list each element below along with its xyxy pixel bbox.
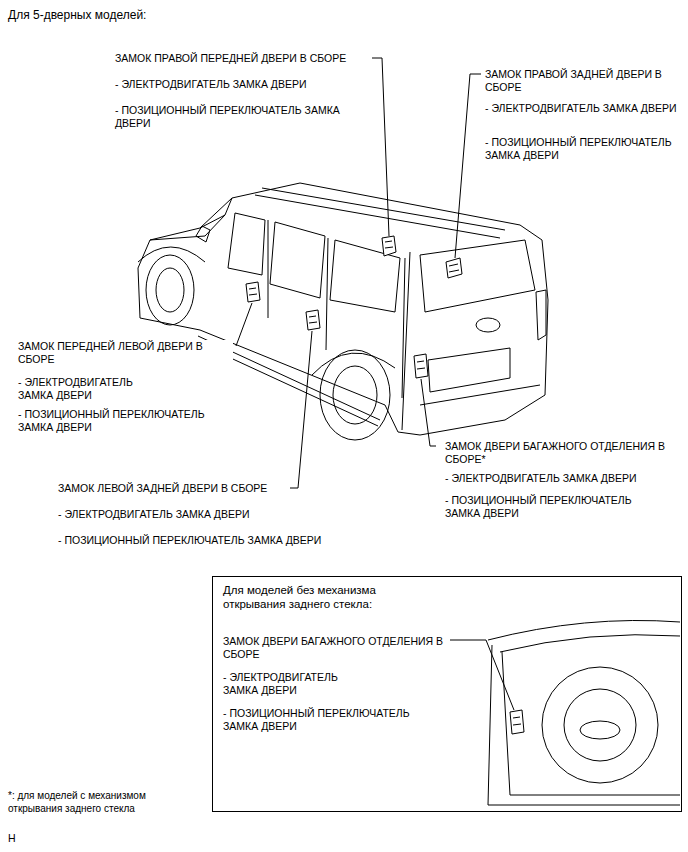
sub-part-label: - ПОЗИЦИОННЫЙ ПЕРЕКЛЮЧАТЕЛЬ ЗАМКА ДВЕРИ (485, 136, 683, 162)
diagram-title: Для 5-дверных моделей: (8, 8, 146, 23)
inset-heading: Для моделей без механизма открывания зад… (223, 583, 438, 612)
sub-part-label: - ЭЛЕКТРОДВИГАТЕЛЬ ЗАМКА ДВЕРИ (445, 472, 637, 485)
sub-part-label: - ПОЗИЦИОННЫЙ ПЕРЕКЛЮЧАТЕЛЬ ЗАМКА ДВЕРИ (18, 408, 228, 434)
sub-part-label: - ЭЛЕКТРОДВИГАТЕЛЬ ЗАМКА ДВЕРИ (58, 508, 250, 521)
part-label: ЗАМОК ЛЕВОЙ ЗАДНЕЙ ДВЕРИ В СБОРЕ (58, 482, 267, 495)
part-label: ЗАМОК ПЕРЕДНЕЙ ЛЕВОЙ ДВЕРИ В СБОРЕ (18, 340, 233, 366)
part-label: ЗАМОК ДВЕРИ БАГАЖНОГО ОТДЕЛЕНИЯ В СБОРЕ (223, 635, 445, 661)
sub-part-label: - ПОЗИЦИОННЫЙ ПЕРЕКЛЮЧАТЕЛЬ ЗАМКА ДВЕРИ (445, 494, 655, 520)
sub-part-label: - ЭЛЕКТРОДВИГАТЕЛЬ ЗАМКА ДВЕРИ (18, 376, 168, 402)
sub-part-label: - ЭЛЕКТРОДВИГАТЕЛЬ ЗАМКА ДВЕРИ (485, 102, 681, 115)
sub-part-label: - ЭЛЕКТРОДВИГАТЕЛЬ ЗАМКА ДВЕРИ (223, 671, 373, 697)
part-label: ЗАМОК ПРАВОЙ ПЕРЕДНЕЙ ДВЕРИ В СБОРЕ (115, 52, 346, 65)
sub-part-label: - ЭЛЕКТРОДВИГАТЕЛЬ ЗАМКА ДВЕРИ (115, 78, 307, 91)
sub-part-label: - ПОЗИЦИОННЫЙ ПЕРЕКЛЮЧАТЕЛЬ ЗАМКА ДВЕРИ (223, 707, 423, 733)
part-label: ЗАМОК ПРАВОЙ ЗАДНЕЙ ДВЕРИ В СБОРЕ (485, 68, 681, 94)
part-label: ЗАМОК ДВЕРИ БАГАЖНОГО ОТДЕЛЕНИЯ В СБОРЕ* (445, 440, 683, 466)
page-code: H (8, 832, 16, 845)
inset-frame: Для моделей без механизма открывания зад… (212, 576, 682, 812)
footnote: *: для моделей с механизмом открывания з… (8, 790, 180, 815)
sub-part-label: - ПОЗИЦИОННЫЙ ПЕРЕКЛЮЧАТЕЛЬ ЗАМКА ДВЕРИ (58, 534, 321, 547)
sub-part-label: - ПОЗИЦИОННЫЙ ПЕРЕКЛЮЧАТЕЛЬ ЗАМКА ДВЕРИ (115, 104, 360, 130)
